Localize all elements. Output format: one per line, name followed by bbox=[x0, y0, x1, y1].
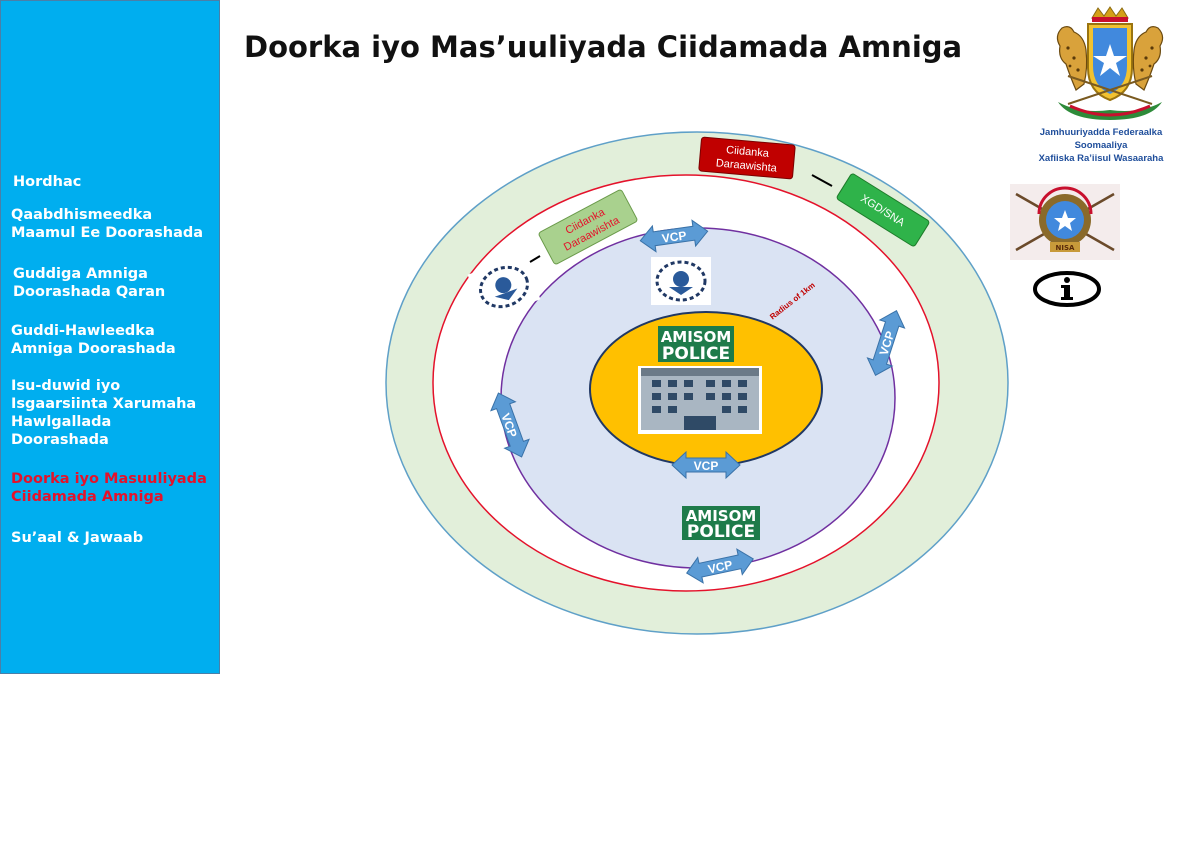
sidebar-nav: Hordhac Qaabdhismeedka Maamul Ee Doorash… bbox=[0, 0, 220, 674]
government-caption: Jamhuuriyadda Federaalka Soomaaliya Xafi… bbox=[1016, 126, 1186, 165]
connector-line-left bbox=[529, 255, 541, 263]
page-title: Doorka iyo Mas’uuliyada Ciidamada Amniga bbox=[244, 30, 963, 64]
svg-text:NISA: NISA bbox=[1056, 244, 1076, 252]
box-ciidanka-top: Ciidanka Daraawishta bbox=[698, 136, 796, 180]
badge-center-line2: POLICE bbox=[662, 344, 730, 364]
box-top-line1: Ciidanka bbox=[726, 144, 771, 160]
box-ciidanka-left: Ciidanka Daraawishta bbox=[538, 189, 638, 265]
sidebar-item-isu-duwid[interactable]: Isu-duwid iyo Isgaarsiinta Xarumaha Hawl… bbox=[11, 378, 197, 448]
sidebar-item-suaal-jawaab[interactable]: Su’aal & Jawaab bbox=[11, 530, 144, 546]
vcp-label-bottom: VCP bbox=[707, 558, 734, 577]
connector-line-top bbox=[811, 174, 833, 187]
office-name: Xafiiska Ra’iisul Wasaaraha bbox=[1038, 153, 1164, 164]
sidebar-item-guddiga-amniga[interactable]: Guddiga Amniga Doorashada Qaran bbox=[13, 266, 166, 300]
police-emblem-icon-left bbox=[467, 254, 541, 320]
vcp-arrow-center: VCP bbox=[671, 451, 741, 479]
vcp-label-top: VCP bbox=[661, 228, 687, 245]
sidebar-item-hordhac[interactable]: Hordhac bbox=[13, 174, 82, 190]
amisom-police-badge-center: AMISOM POLICE bbox=[658, 326, 734, 364]
nisa-emblem-logo: NISA bbox=[1010, 184, 1120, 260]
amisom-police-badge-lower: AMISOM POLICE bbox=[682, 506, 760, 542]
government-name: Jamhuuriyadda Federaalka Soomaaliya bbox=[1039, 127, 1163, 151]
vcp-label-center: VCP bbox=[694, 459, 719, 473]
info-icon[interactable] bbox=[1032, 270, 1102, 308]
badge-lower-line2: POLICE bbox=[687, 522, 755, 542]
badge-lower-line1: AMISOM bbox=[686, 507, 757, 525]
coat-of-arms-logo bbox=[1056, 6, 1164, 120]
vcp-arrow-top: VCP bbox=[638, 217, 710, 255]
sidebar-item-doorka[interactable]: Doorka iyo Masuuliyada Ciidamada Amniga bbox=[11, 471, 207, 505]
police-emblem-icon-top bbox=[651, 257, 711, 305]
sidebar-item-guddi-hawleedka[interactable]: Guddi-Hawleedka Amniga Doorashada bbox=[11, 323, 176, 357]
building-icon bbox=[638, 366, 762, 434]
box-top-line2: Daraawishta bbox=[715, 157, 778, 174]
sidebar-item-qaabdhismeedka[interactable]: Qaabdhismeedka Maamul Ee Doorashada bbox=[11, 207, 204, 241]
vcp-arrow-bottom: VCP bbox=[683, 545, 757, 587]
badge-center-line1: AMISOM bbox=[661, 328, 732, 346]
